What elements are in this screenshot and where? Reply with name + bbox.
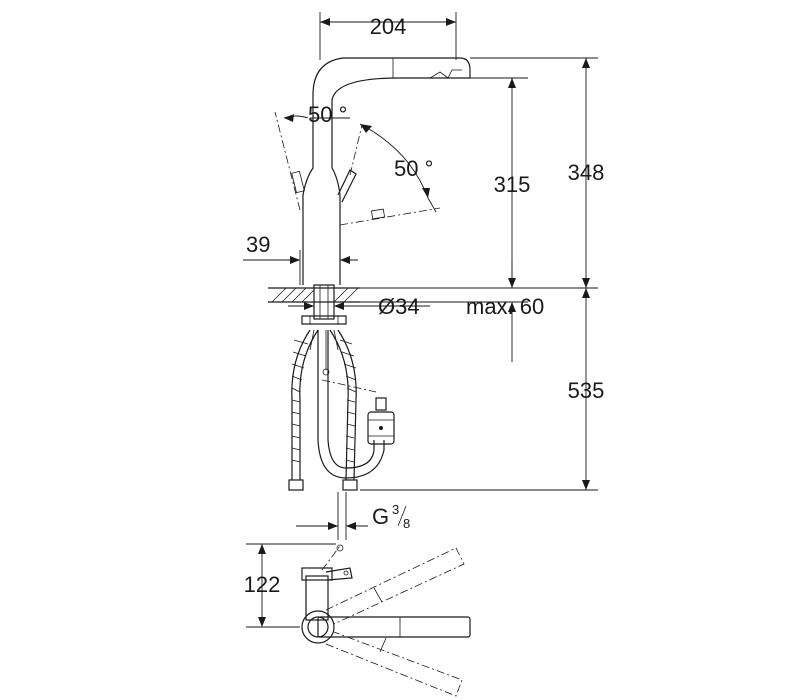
plan-view: [301, 544, 471, 697]
label-315: 315: [494, 172, 531, 197]
label-max-60: max. 60: [466, 294, 544, 319]
label-angle-left: 50 °: [308, 102, 347, 127]
dimension-spout-reach: 204: [319, 12, 457, 60]
dimension-hole-diameter: Ø34: [288, 294, 430, 319]
dimension-angle-left: 50 °: [283, 102, 350, 127]
label-thread-numerator: 3: [392, 502, 399, 517]
dimension-base-offset: 39: [243, 232, 358, 285]
dimension-lever-depth: 122: [244, 543, 336, 628]
label-thread-g: G: [372, 504, 389, 529]
label-122: 122: [244, 572, 281, 597]
lever-range: [274, 111, 441, 226]
countertop: [268, 287, 360, 325]
label-39: 39: [246, 232, 270, 257]
label-angle-right: 50 °: [394, 156, 433, 181]
faucet-body: [302, 57, 471, 320]
label-535: 535: [568, 378, 605, 403]
dimension-connection-thread: G 3 8: [296, 492, 410, 540]
dimension-total-height: 348: [568, 58, 605, 288]
dimension-max-counter: max. 60: [466, 262, 544, 362]
label-204: 204: [370, 14, 407, 39]
dimension-below-counter: 535: [568, 288, 605, 490]
label-thread-denominator: 8: [403, 516, 410, 531]
dimension-angle-right: 50 °: [359, 123, 437, 213]
label-348: 348: [568, 160, 605, 185]
dimension-outlet-height: 315: [494, 78, 531, 288]
hoses: [288, 329, 385, 491]
label-diameter-34: Ø34: [378, 294, 420, 319]
hose-weight: [367, 397, 395, 445]
